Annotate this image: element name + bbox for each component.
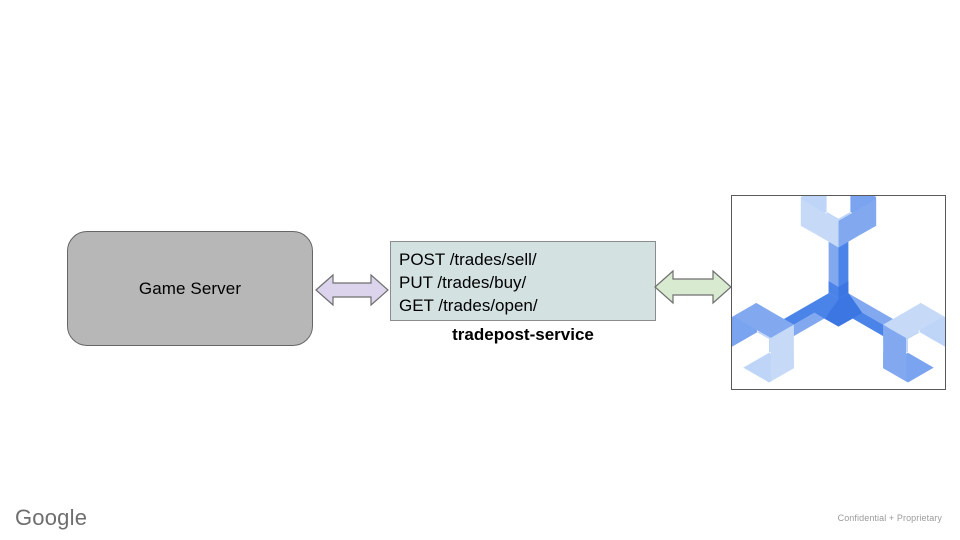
google-wordmark: Google bbox=[15, 505, 88, 530]
endpoint-line-post: POST /trades/sell/ bbox=[399, 250, 537, 269]
wrench-arm-top bbox=[800, 196, 877, 299]
endpoint-line-get: GET /trades/open/ bbox=[399, 296, 538, 315]
confidentiality-note: Confidential + Proprietary bbox=[837, 513, 942, 523]
game-server-node[interactable]: Game Server bbox=[67, 231, 313, 346]
tradepost-service-node[interactable]: POST /trades/sell/ PUT /trades/buy/ GET … bbox=[390, 241, 656, 321]
tradepost-service-caption: tradepost-service bbox=[452, 325, 594, 344]
double-arrow-shape bbox=[654, 269, 732, 305]
connector-game-server-to-tradepost[interactable] bbox=[314, 269, 390, 311]
service-icon-frame[interactable] bbox=[731, 195, 946, 390]
wrench-arm-left bbox=[838, 293, 945, 383]
double-arrow-shape bbox=[315, 273, 389, 307]
game-server-label: Game Server bbox=[138, 278, 242, 298]
three-way-wrench-icon bbox=[732, 196, 945, 383]
endpoint-line-put: PUT /trades/buy/ bbox=[399, 273, 527, 292]
wrench-center-hub bbox=[814, 281, 863, 327]
connector-tradepost-to-service-icon[interactable] bbox=[653, 266, 733, 308]
